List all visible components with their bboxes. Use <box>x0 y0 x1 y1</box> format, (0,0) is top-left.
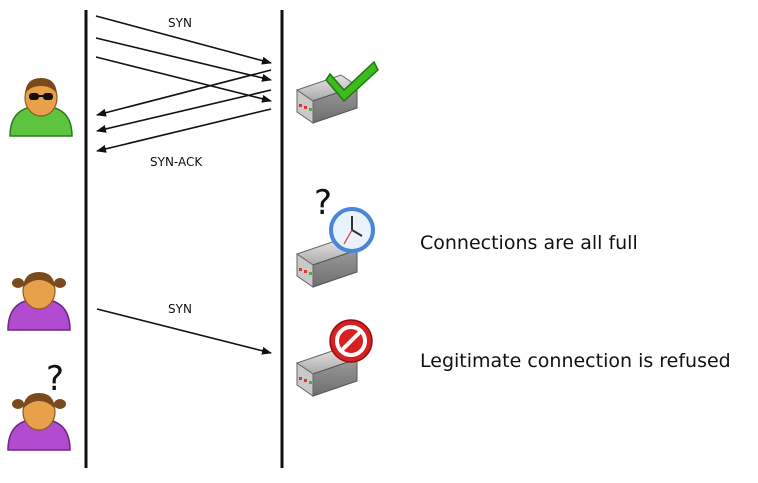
server-clock-icon <box>295 207 375 288</box>
connections-full-label: Connections are all full <box>420 232 638 254</box>
legitimate-user-icon <box>7 272 71 331</box>
synack-arrow-2 <box>96 89 272 133</box>
waiting-user-icon <box>7 393 71 451</box>
refused-label: Legitimate connection is refused <box>420 350 731 372</box>
syn-arrow-2 <box>95 37 272 82</box>
syn-arrow-3 <box>95 56 272 103</box>
legit-syn-arrow <box>96 308 272 355</box>
synack-arrow-1 <box>96 69 272 117</box>
server-checkmark-icon <box>295 60 379 124</box>
waiting-user-question-mark: ? <box>46 359 64 399</box>
attacker-person-icon <box>9 78 73 137</box>
server-question-mark: ? <box>314 183 332 223</box>
server-no-entry-icon <box>295 319 373 397</box>
synack-arrow-3 <box>96 108 272 153</box>
synack-label: SYN-ACK <box>150 155 203 169</box>
syn-bottom-label: SYN <box>168 302 192 316</box>
syn-top-label: SYN <box>168 16 192 30</box>
syn-arrow-1 <box>95 15 272 65</box>
